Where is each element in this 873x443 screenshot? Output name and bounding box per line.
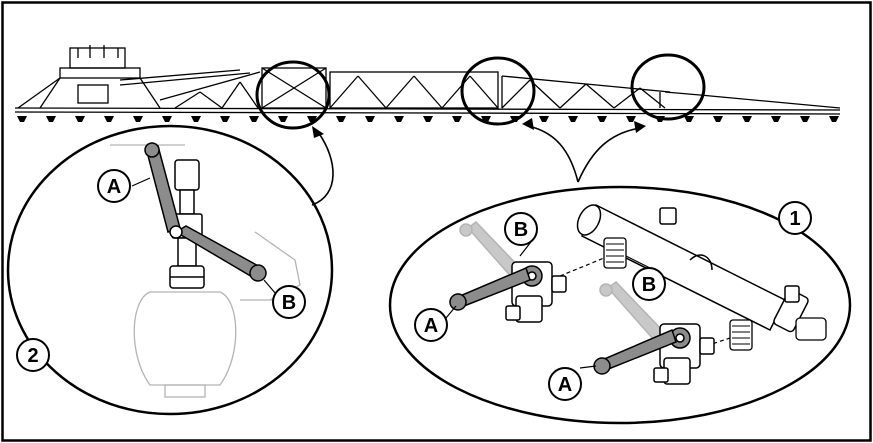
boom-highlight-right xyxy=(630,53,706,121)
callout-detail-1-number: 1 xyxy=(778,201,812,235)
spray-nozzle xyxy=(742,116,752,122)
spray-nozzle xyxy=(365,116,375,122)
detail-1-connectors xyxy=(603,237,827,351)
spray-nozzle-row xyxy=(17,116,839,122)
spray-nozzle xyxy=(539,116,549,122)
detail-1-view xyxy=(388,185,852,425)
callout-d1-upper-b: B xyxy=(504,212,538,246)
callout-d1-lower-a: A xyxy=(548,367,582,401)
boom-truss-middle xyxy=(329,71,499,109)
detail-2-view xyxy=(6,124,334,416)
spray-nozzle xyxy=(75,116,85,122)
callout-d1-upper-a: A xyxy=(414,308,448,342)
boom-highlight-circles xyxy=(255,53,706,130)
detail-2-ellipse xyxy=(6,124,334,416)
spray-nozzle xyxy=(771,116,781,122)
spray-nozzle xyxy=(191,116,201,122)
callout-d2-b: B xyxy=(272,285,306,319)
spray-nozzle xyxy=(597,116,607,122)
callout-d1-lower-b: B xyxy=(632,267,666,301)
callout-d2-a-label: A xyxy=(107,176,121,198)
callout-d1-lower-b-label: B xyxy=(642,274,656,296)
detail-2-nozzle-body xyxy=(110,144,301,398)
detail-1-manifold xyxy=(576,203,809,333)
detail-1-number-label: 1 xyxy=(789,208,800,230)
detail-2-number-label: 2 xyxy=(27,345,38,367)
spray-nozzle xyxy=(568,116,578,122)
spray-nozzle xyxy=(278,116,288,122)
callout-d2-a: A xyxy=(97,169,131,203)
boom-highlight-middle xyxy=(460,56,536,126)
callout-d2-b-label: B xyxy=(282,292,296,314)
boom-truss-inner xyxy=(159,67,327,109)
spray-nozzle xyxy=(626,116,636,122)
spray-nozzle xyxy=(800,116,810,122)
boom-highlight-left xyxy=(255,60,331,130)
spray-nozzle xyxy=(684,116,694,122)
detail-1-lower-valve xyxy=(593,281,715,385)
boom-center-section xyxy=(17,45,251,109)
callout-detail-2-number: 2 xyxy=(16,338,50,372)
detail-1-upper-valve xyxy=(449,221,567,323)
arrow-to-detail-2 xyxy=(311,131,334,206)
arrow-to-boom-right xyxy=(577,127,641,183)
arrow-to-boom-middle xyxy=(527,125,579,183)
spray-nozzle xyxy=(336,116,346,122)
spray-nozzle xyxy=(104,116,114,122)
leader-arrows xyxy=(311,125,641,206)
detail-1-fit-lines xyxy=(559,257,731,349)
spray-nozzle xyxy=(133,116,143,122)
spray-nozzle xyxy=(829,116,839,122)
boom-truss-outer xyxy=(501,75,841,109)
spray-nozzle xyxy=(713,116,723,122)
detail-1-ellipse xyxy=(388,185,852,425)
spray-nozzle xyxy=(220,116,230,122)
spray-nozzle xyxy=(46,116,56,122)
arrow-heads xyxy=(312,118,646,138)
sprayer-boom xyxy=(14,45,841,115)
spray-nozzle xyxy=(249,116,259,122)
spray-nozzle xyxy=(17,116,27,122)
spray-nozzle xyxy=(394,116,404,122)
callout-d1-upper-a-label: A xyxy=(424,315,438,337)
spray-nozzle xyxy=(452,116,462,122)
spray-nozzle xyxy=(162,116,172,122)
spray-nozzle xyxy=(423,116,433,122)
callout-d1-upper-b-label: B xyxy=(514,219,528,241)
callout-d1-lower-a-label: A xyxy=(558,374,572,396)
